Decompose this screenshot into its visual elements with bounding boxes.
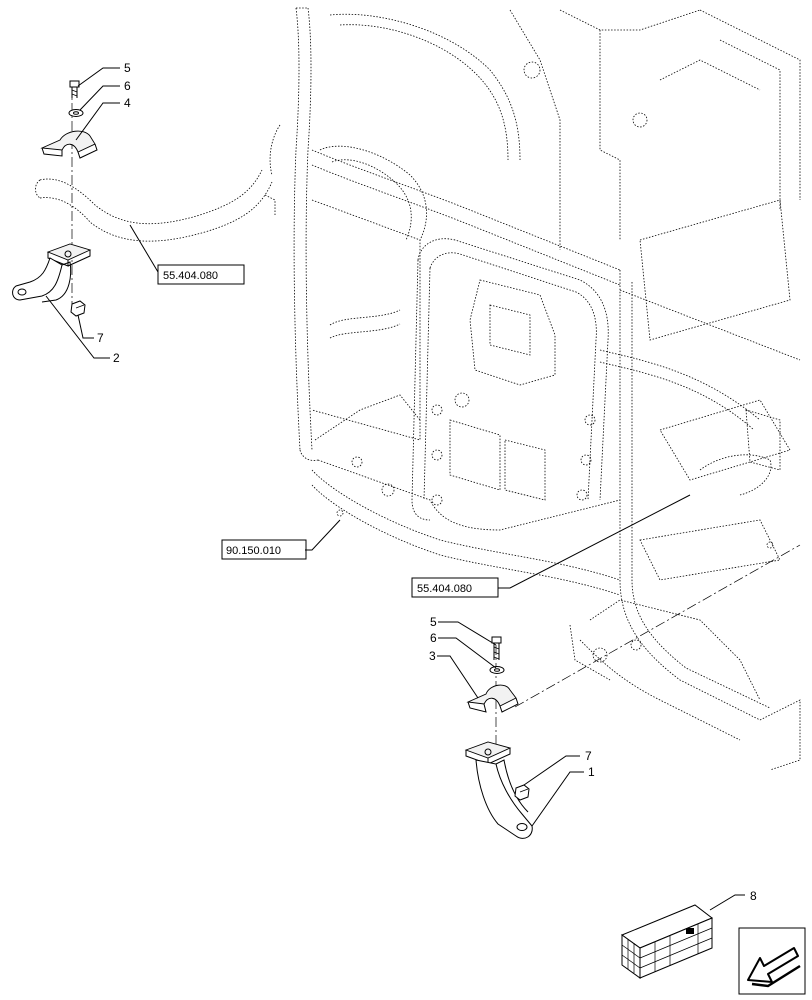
- nut-7-bottom: [514, 784, 530, 801]
- assembly-centerlines: [71, 85, 801, 745]
- callout-8: 8: [750, 889, 757, 903]
- clamp-3: [466, 684, 517, 707]
- reference-code-top: 55.404.080: [163, 270, 218, 282]
- leader-lines: [45, 67, 745, 911]
- reference-box-cab[interactable]: 90.150.010: [221, 539, 307, 560]
- callout-4: 4: [124, 96, 131, 110]
- callout-2: 2: [113, 351, 120, 365]
- callout-5-top: 5: [124, 61, 131, 75]
- bolt-5-top: [69, 80, 80, 98]
- callout-3: 3: [429, 649, 436, 663]
- support-bracket-2: [12, 243, 92, 303]
- callout-6-top: 6: [124, 79, 131, 93]
- callout-1: 1: [588, 765, 595, 779]
- callout-7-bottom: 7: [585, 749, 592, 763]
- back-arrow-icon[interactable]: [738, 927, 806, 995]
- washer-6-bottom: [489, 666, 505, 674]
- support-bracket-1: [464, 741, 533, 839]
- washer-6-top: [68, 109, 84, 117]
- clamp-4: [40, 130, 96, 153]
- nut-7-top: [70, 300, 86, 317]
- reference-code-mid: 55.404.080: [417, 583, 472, 595]
- callout-5-bottom: 5: [430, 615, 437, 629]
- crate-kit-icon: [620, 904, 713, 979]
- callout-numbers: 5 6 4 7 2 5 6 3 7 1 8: [97, 61, 757, 903]
- callout-6-bottom: 6: [430, 631, 437, 645]
- callout-7-top: 7: [97, 331, 104, 345]
- top-left-handrail-assembly: [12, 80, 273, 317]
- bottom-step-bracket-assembly: [464, 636, 533, 839]
- reference-box-top[interactable]: 55.404.080: [157, 264, 245, 285]
- bolt-5-bottom: [491, 636, 502, 660]
- reference-code-cab: 90.150.010: [226, 545, 281, 557]
- cab-frame-structure: [264, 7, 801, 771]
- reference-box-mid[interactable]: 55.404.080: [411, 577, 499, 598]
